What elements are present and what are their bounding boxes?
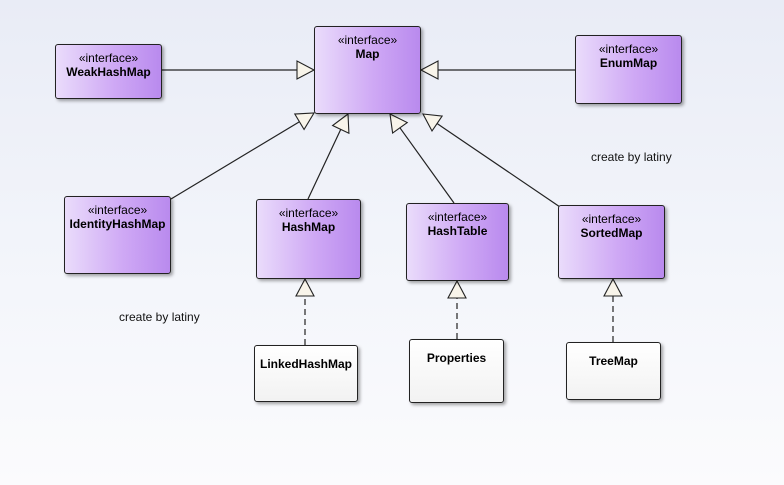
node-stereotype: «interface» <box>581 212 642 226</box>
node-name: HashMap <box>281 220 336 234</box>
node-name: TreeMap <box>589 354 638 368</box>
node-stereotype: «interface» <box>598 42 659 56</box>
node-linkedhashmap[interactable]: LinkedHashMap <box>254 345 358 402</box>
node-stereotype: «interface» <box>87 203 148 217</box>
node-name: EnumMap <box>599 56 658 70</box>
node-map[interactable]: «interface» Map <box>314 26 421 114</box>
node-name: HashTable <box>427 224 488 238</box>
node-name: Properties <box>426 351 487 365</box>
node-properties[interactable]: Properties <box>409 339 504 403</box>
note-text: create by latiny <box>591 150 672 164</box>
hollow-arrowhead-icon <box>603 277 623 297</box>
hollow-arrowhead-icon <box>331 112 350 135</box>
node-name: SortedMap <box>580 226 643 240</box>
node-weakhashmap[interactable]: «interface» WeakHashMap <box>55 44 162 99</box>
node-identityhashmap[interactable]: «interface» IdentityHashMap <box>64 196 171 274</box>
note-text: create by latiny <box>119 310 200 324</box>
node-stereotype: «interface» <box>427 210 488 224</box>
node-stereotype: «interface» <box>337 33 398 47</box>
node-stereotype: «interface» <box>78 51 139 65</box>
node-hashmap[interactable]: «interface» HashMap <box>256 199 361 279</box>
hollow-arrowhead-icon <box>293 112 316 131</box>
node-name: WeakHashMap <box>66 65 151 79</box>
hollow-arrowhead-icon <box>389 113 409 135</box>
generalization-line <box>307 129 342 200</box>
node-treemap[interactable]: TreeMap <box>566 342 661 400</box>
node-enummap[interactable]: «interface» EnumMap <box>575 35 682 104</box>
generalization-line <box>436 123 561 208</box>
node-stereotype: «interface» <box>278 206 339 220</box>
node-name: IdentityHashMap <box>69 217 166 231</box>
node-sortedmap[interactable]: «interface» SortedMap <box>558 205 665 279</box>
node-hashtable[interactable]: «interface» HashTable <box>406 203 509 281</box>
generalization-line <box>170 121 300 200</box>
hollow-arrowhead-icon <box>422 113 444 133</box>
generalization-line <box>399 127 455 204</box>
node-name: LinkedHashMap <box>259 357 352 371</box>
hollow-arrowhead-icon <box>295 277 315 297</box>
hollow-arrowhead-icon <box>419 60 439 80</box>
node-name: Map <box>355 47 380 61</box>
hollow-arrowhead-icon <box>296 60 316 80</box>
hollow-arrowhead-icon <box>447 279 467 299</box>
